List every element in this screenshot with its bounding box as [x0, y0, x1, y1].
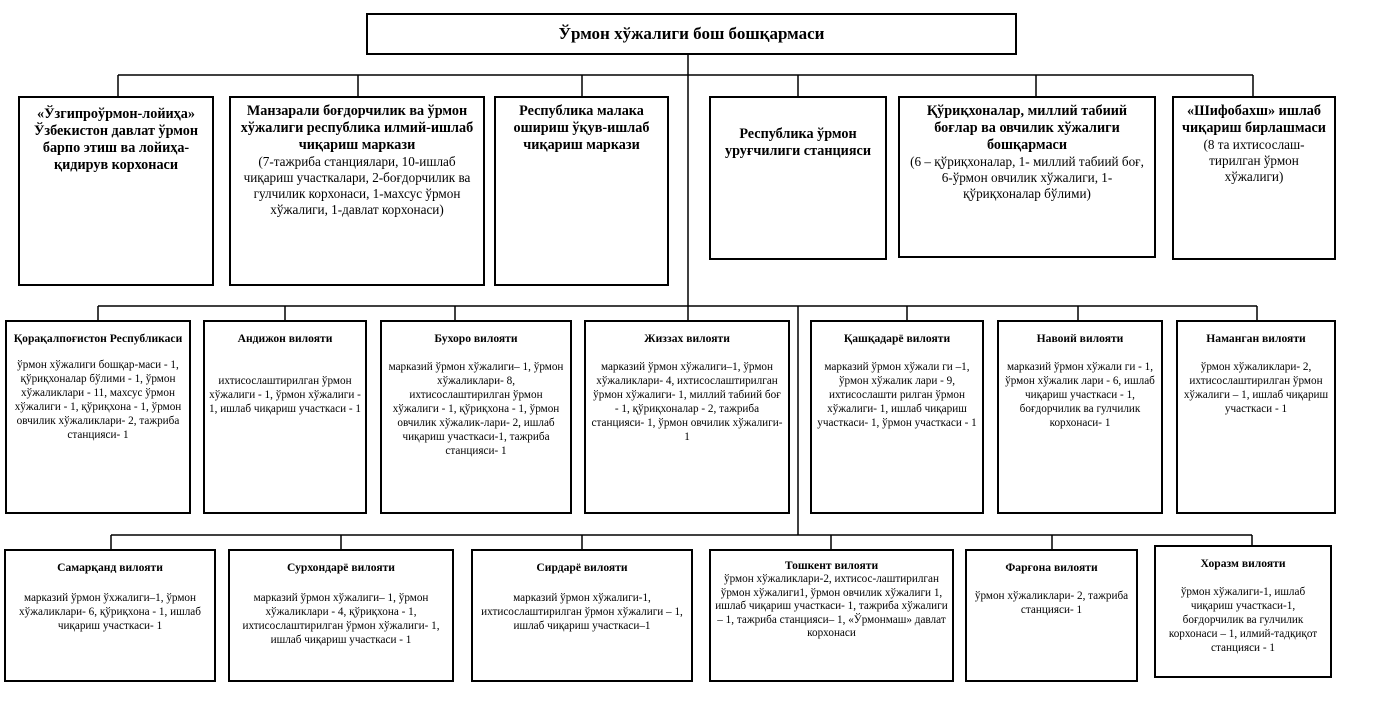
- dept-uzgiproormon: «Ўзгипроўрмон-лойиҳа» Ўзбекистон давлат …: [18, 96, 214, 286]
- region-body: ўрмон хўжалиги-1, ишлаб чиқариш участкас…: [1168, 586, 1318, 654]
- root-box: Ўрмон хўжалиги бош бошқармаси: [366, 13, 1017, 55]
- dept-title: Манзарали боғдорчилик ва ўрмон хўжалиги …: [240, 103, 474, 153]
- dept-title: «Ўзгипроўрмон-лойиҳа» Ўзбекистон давлат …: [33, 106, 199, 173]
- region-bukhara: Бухоро вилояти марказий ўрмон хўжалиги– …: [380, 320, 572, 514]
- dept-shifobakhsh: «Шифобахш» ишлаб чиқариш бирлашмаси (8 т…: [1172, 96, 1336, 260]
- region-body: ўрмон хўжаликлари- 2, тажриба станцияси-…: [974, 590, 1129, 616]
- dept-title: Республика малака ошириш ўқув-ишлаб чиқа…: [513, 103, 650, 153]
- region-khorezm: Хоразм вилояти ўрмон хўжалиги-1, ишлаб ч…: [1154, 545, 1332, 678]
- region-karakalpakstan: Қорақалпоғистон Республикаси ўрмон хўжал…: [5, 320, 191, 514]
- region-title: Бухоро вилояти: [434, 332, 518, 345]
- region-body: марказий ўрмон хўжали ги - 1, ўрмон хўжа…: [1005, 361, 1155, 429]
- region-body: ихтисослаштирилган ўрмон хўжалиги - 1, ў…: [209, 375, 361, 415]
- region-syrdarya: Сирдарё вилояти марказий ўрмон хўжалиги-…: [471, 549, 693, 682]
- region-body: марказий ўрмон хўжалиги– 1, ўрмон хўжали…: [388, 361, 564, 457]
- region-samarkand: Самарқанд вилояти марказий ўрмон ўхжалиг…: [4, 549, 216, 682]
- region-title: Сурхондарё вилояти: [287, 561, 395, 574]
- dept-title: «Шифобахш» ишлаб чиқариш бирлашмаси: [1181, 103, 1326, 136]
- region-kashkadarya: Қашқадарё вилояти марказий ўрмон хўжали …: [810, 320, 984, 514]
- dept-training-center: Республика малака ошириш ўқув-ишлаб чиқа…: [494, 96, 669, 286]
- region-title: Андижон вилояти: [237, 332, 333, 345]
- dept-title: Республика ўрмон уруғчилиги станцияси: [724, 126, 871, 159]
- region-title: Тошкент вилояти: [784, 559, 879, 572]
- region-andijan: Андижон вилояти ихтисослаштирилган ўрмон…: [203, 320, 367, 514]
- region-title: Қашқадарё вилояти: [843, 332, 951, 345]
- region-body: ўрмон хўжаликлари-2, ихтисос-лаштирилган…: [715, 573, 948, 639]
- region-title: Самарқанд вилояти: [57, 561, 163, 574]
- region-jizzakh: Жиззах вилояти марказий ўрмон хўжалиги–1…: [584, 320, 790, 514]
- dept-body: (6 – қўриқхоналар, 1- миллий табиий боғ,…: [910, 154, 1144, 201]
- region-surkhandarya: Сурхондарё вилояти марказий ўрмон хўжали…: [228, 549, 454, 682]
- region-title: Фарғона вилояти: [1005, 561, 1098, 574]
- region-title: Сирдарё вилояти: [536, 561, 628, 574]
- region-namangan: Наманган вилояти ўрмон хўжаликлари- 2, и…: [1176, 320, 1336, 514]
- region-title: Хоразм вилояти: [1200, 557, 1286, 570]
- region-body: марказий ўрмон хўжали ги –1, ўрмон хўжал…: [817, 361, 977, 429]
- region-navoi: Навоий вилояти марказий ўрмон хўжали ги …: [997, 320, 1163, 514]
- region-body: марказий ўрмон хўжалиги– 1, ўрмон хўжали…: [242, 592, 440, 646]
- dept-seed-station: Республика ўрмон уруғчилиги станцияси: [709, 96, 887, 260]
- region-title: Наманган вилояти: [1206, 332, 1306, 345]
- region-body: марказий ўрмон ўхжалиги–1, ўрмон хўжалик…: [19, 592, 201, 632]
- dept-reserves: Қўриқхоналар, миллий табиий боғлар ва ов…: [898, 96, 1156, 258]
- region-body: марказий ўрмон хўжалиги–1, ўрмон хўжалик…: [591, 361, 783, 443]
- region-tashkent: Тошкент вилояти ўрмон хўжаликлари-2, ихт…: [709, 549, 954, 682]
- region-body: марказий ўрмон хўжалиги-1, ихтисослаштир…: [481, 592, 683, 632]
- dept-landscape-center: Манзарали боғдорчилик ва ўрмон хўжалиги …: [229, 96, 485, 286]
- dept-body: (7-тажриба станциялари, 10-ишлаб чиқариш…: [243, 154, 471, 217]
- region-title: Навоий вилояти: [1036, 332, 1124, 345]
- root-title: Ўрмон хўжалиги бош бошқармаси: [558, 24, 825, 43]
- region-title: Жиззах вилояти: [644, 332, 730, 345]
- dept-body: (8 та ихтисослаш-тирилган ўрмон хўжалиги…: [1203, 137, 1305, 184]
- region-fergana: Фарғона вилояти ўрмон хўжаликлари- 2, та…: [965, 549, 1138, 682]
- region-body: ўрмон хўжалиги бошқар-маси - 1, қўриқхон…: [14, 359, 182, 441]
- region-body: ўрмон хўжаликлари- 2, ихтисослаштирилган…: [1183, 361, 1329, 415]
- dept-title: Қўриқхоналар, миллий табиий боғлар ва ов…: [926, 103, 1128, 153]
- region-title: Қорақалпоғистон Республикаси: [13, 332, 183, 345]
